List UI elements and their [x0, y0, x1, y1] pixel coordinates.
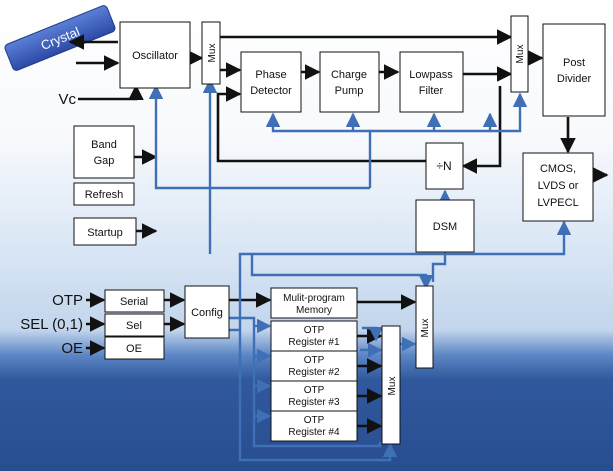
oscillator-block [119, 21, 191, 89]
charge-pump-label-1: Charge [331, 69, 367, 81]
otp-register-2-label-2: Register #2 [288, 367, 340, 378]
charge-pump-block [319, 51, 380, 113]
oe-box-label: OE [126, 343, 142, 355]
oe-block [104, 336, 165, 360]
charge-pump-label-2: Pump [335, 85, 364, 97]
mux-top-label: Mux [207, 44, 218, 63]
post-divider-block [542, 23, 606, 117]
multi-program-memory-block [270, 287, 358, 319]
vc-input-label: Vc [58, 91, 76, 108]
config-block [184, 285, 230, 339]
serial-block [104, 289, 165, 313]
otp-register-1-label-1: OTP [304, 325, 325, 336]
mux-right-block [510, 15, 529, 93]
otp-register-3-block [270, 380, 358, 412]
post-divider-label-2: Divider [557, 73, 592, 85]
memory-label-2: Memory [296, 305, 332, 316]
mux-right-label: Mux [515, 45, 526, 64]
lowpass-filter-label-2: Filter [419, 85, 444, 97]
otp-register-1-label-2: Register #1 [288, 337, 340, 348]
otp-register-4-label-1: OTP [304, 415, 325, 426]
phase-detector-label-2: Detector [250, 85, 292, 97]
mux-mid-block [415, 285, 434, 369]
phase-detector-label-1: Phase [255, 69, 286, 81]
otp-input-label: OTP [52, 292, 83, 309]
divide-n-block [425, 142, 464, 190]
band-gap-label-2: Gap [94, 155, 115, 167]
phase-detector-block [240, 51, 302, 113]
mux-top-block [201, 21, 221, 85]
oscillator-label: Oscillator [132, 50, 178, 62]
startup-block [73, 217, 137, 246]
otp-register-2-block [270, 350, 358, 382]
serial-label: Serial [120, 296, 148, 308]
otp-register-3-label-1: OTP [304, 385, 325, 396]
otp-register-3-label-2: Register #3 [288, 397, 340, 408]
mux-mid-label: Mux [420, 319, 431, 338]
refresh-block [73, 182, 135, 206]
otp-register-4-block [270, 410, 358, 442]
output-driver-block [522, 152, 594, 222]
refresh-label: Refresh [85, 189, 124, 201]
sel-block [104, 313, 165, 337]
startup-label: Startup [87, 227, 122, 239]
output-driver-label-1: CMOS, [540, 163, 576, 175]
post-divider-label-1: Post [563, 57, 585, 69]
mux-low-label: Mux [387, 377, 398, 396]
output-driver-label-2: LVDS or [538, 180, 579, 192]
output-driver-label-3: LVPECL [537, 197, 578, 209]
oe-input-label: OE [61, 340, 83, 357]
sel-label: Sel [126, 320, 142, 332]
black-connections [68, 29, 609, 434]
divide-n-label: ÷N [436, 159, 451, 173]
sel-input-label: SEL (0,1) [20, 316, 83, 333]
mux-low-block [381, 325, 401, 445]
band-gap-label-1: Band [91, 139, 117, 151]
memory-label-1: Mulit-program [283, 293, 345, 304]
band-gap-block [73, 125, 135, 179]
config-label: Config [191, 307, 223, 319]
crystal: Crystal [4, 5, 116, 71]
dsm-label: DSM [433, 221, 457, 233]
otp-register-4-label-2: Register #4 [288, 427, 340, 438]
dsm-block [415, 199, 475, 253]
blue-connections [148, 78, 572, 462]
lowpass-filter-label-1: Lowpass [409, 69, 453, 81]
otp-register-2-label-1: OTP [304, 355, 325, 366]
otp-register-1-block [270, 320, 358, 352]
lowpass-filter-block [399, 51, 464, 113]
